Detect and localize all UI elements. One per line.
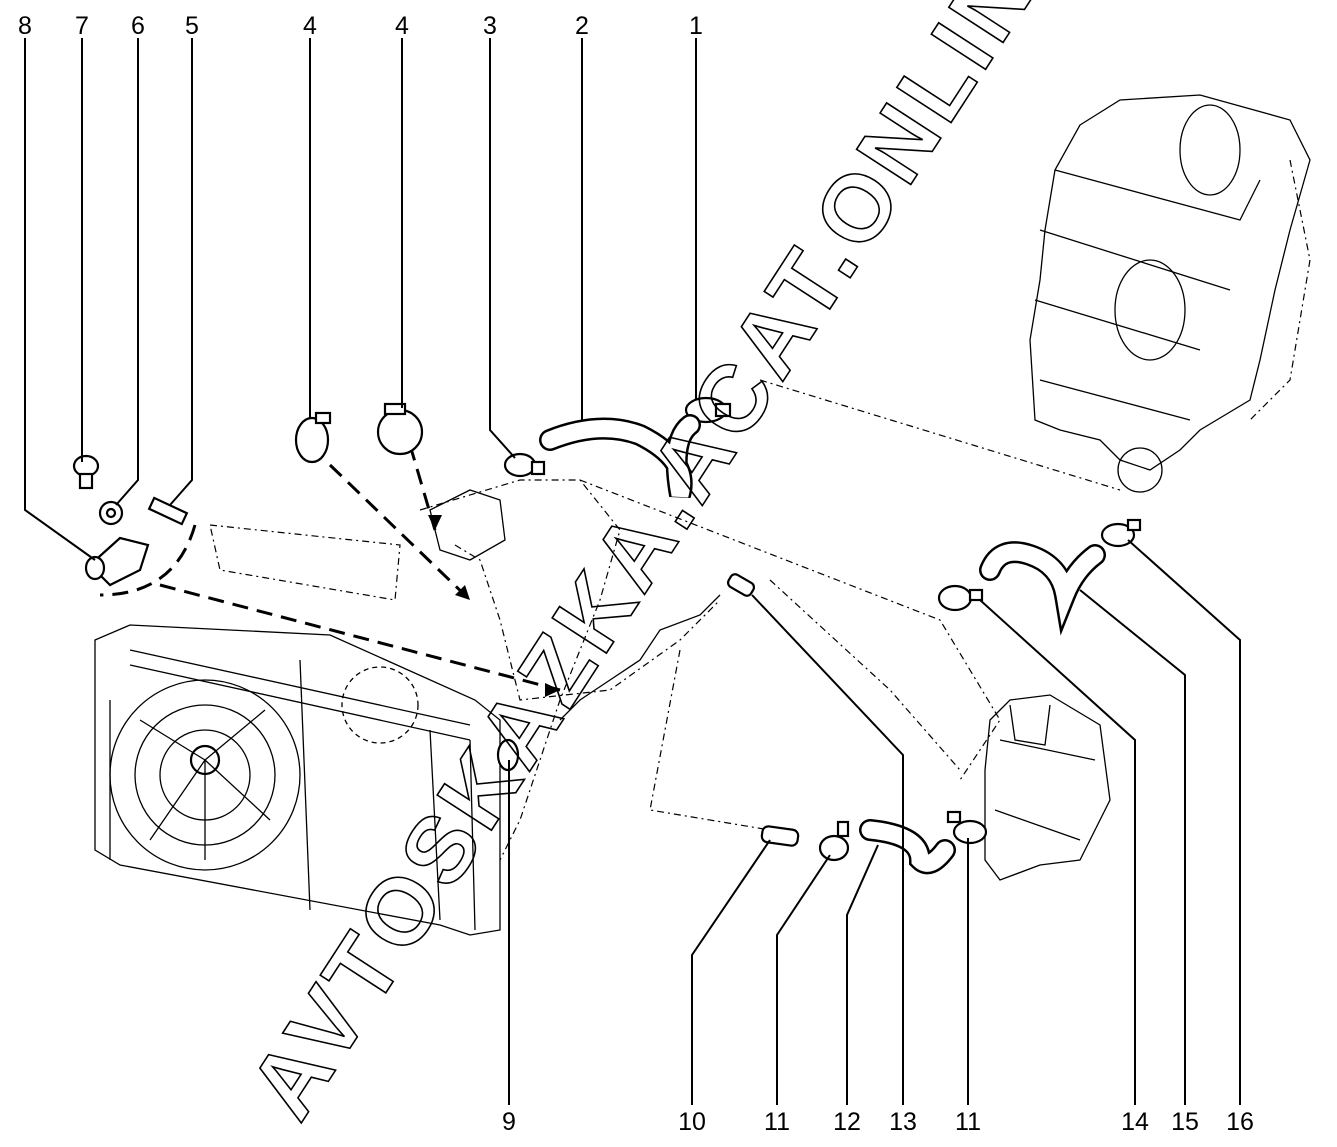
callout-16[interactable]: 16 [1226,1108,1254,1136]
callout-9[interactable]: 9 [502,1108,516,1136]
callout-13[interactable]: 13 [889,1108,917,1136]
callout-6[interactable]: 6 [131,12,145,40]
part-14-clamp[interactable] [937,584,984,612]
part-15-hose[interactable] [979,541,1106,636]
part-11-clamp-b[interactable] [946,810,988,845]
callout-2[interactable]: 2 [575,12,589,40]
callout-8[interactable]: 8 [18,12,32,40]
part-1-clamp[interactable] [684,396,732,424]
heater-unit [1029,94,1311,493]
callout-15[interactable]: 15 [1171,1108,1199,1136]
part-4-clamp-b[interactable] [376,402,424,456]
part-5-seal[interactable] [147,496,189,526]
part-7-bolt[interactable] [72,454,100,490]
callouts-bottom: 9 10 11 12 13 11 14 15 16 [502,1108,1254,1136]
callout-11a[interactable]: 11 [764,1108,790,1136]
assembly-arrows [99,444,561,697]
part-16-clamp[interactable] [1100,518,1142,548]
callout-4b[interactable]: 4 [395,12,409,40]
part-2-hose[interactable] [539,414,701,499]
callout-12[interactable]: 12 [833,1108,861,1136]
callout-14[interactable]: 14 [1121,1108,1149,1136]
part-3-clamp[interactable] [503,452,546,478]
part-13-connector[interactable] [726,572,756,597]
leader-lines [24,38,1241,1105]
part-6-washer[interactable] [98,500,124,526]
part-8-bracket[interactable] [84,536,150,587]
part-11-clamp-a[interactable] [818,820,850,862]
callout-10[interactable]: 10 [678,1108,706,1136]
callout-3[interactable]: 3 [483,12,497,40]
callout-11b[interactable]: 11 [955,1108,981,1136]
callout-7[interactable]: 7 [75,12,89,40]
part-10-connector[interactable] [760,825,800,847]
part-4-clamp-a[interactable] [294,411,332,464]
engine-outline [209,379,1121,861]
radiator-assembly [94,624,501,936]
watermark: AVTOSKAZKA.ACAT.ONLINE [229,0,1094,1136]
expansion-tank [984,694,1111,881]
callout-5[interactable]: 5 [185,12,199,40]
callout-4a[interactable]: 4 [303,12,317,40]
callout-1[interactable]: 1 [689,12,703,40]
callouts-top: 8 7 6 5 4 4 3 2 1 [18,12,703,40]
part-12-hose[interactable] [859,819,956,875]
